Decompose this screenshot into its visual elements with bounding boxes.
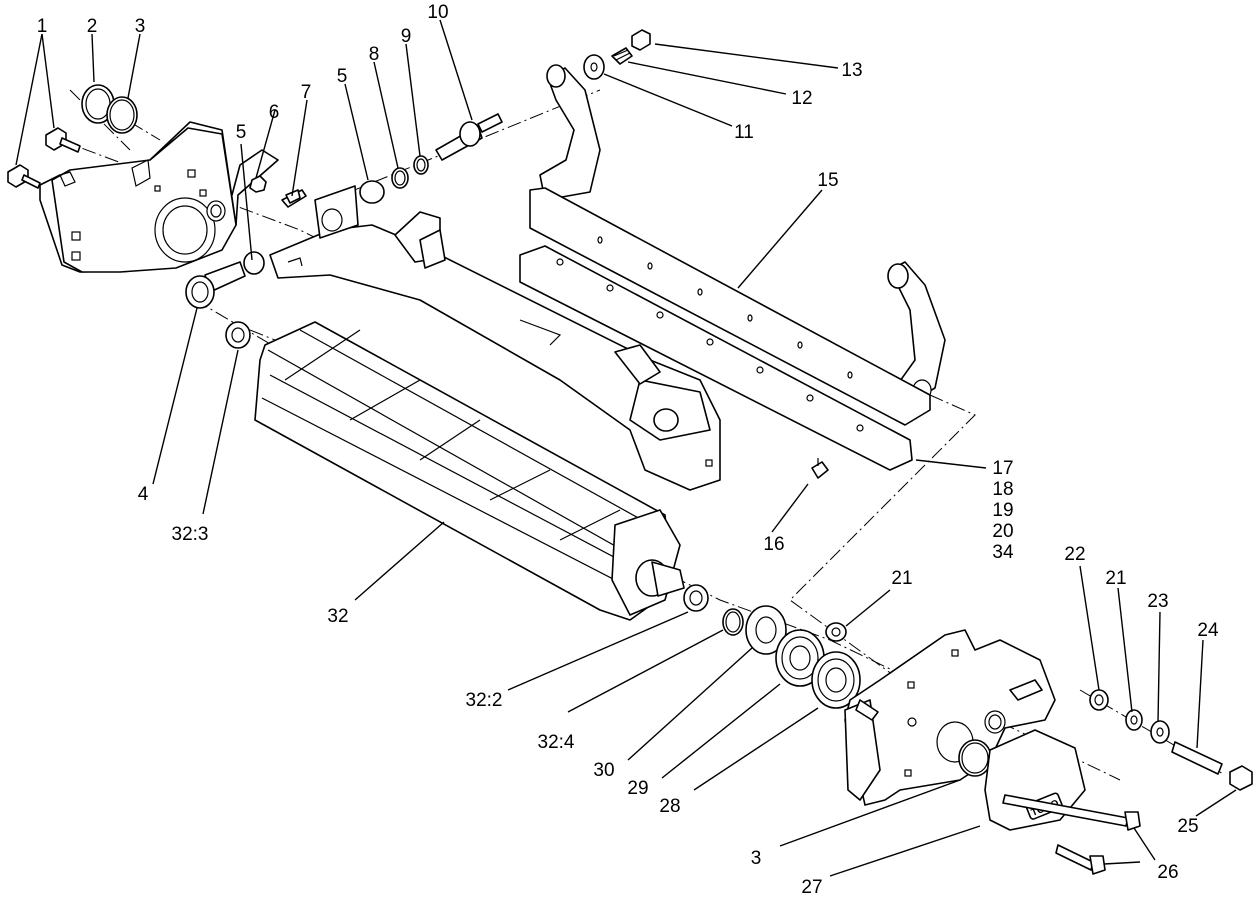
part-21-washer-a <box>825 622 847 642</box>
part-30-seal <box>745 605 787 655</box>
label-15: 15 <box>817 170 838 191</box>
part-13-nut <box>631 29 651 51</box>
label-19: 19 <box>992 500 1013 521</box>
label-10: 10 <box>427 2 448 23</box>
label-8: 8 <box>369 44 380 65</box>
label-4: 4 <box>138 484 149 505</box>
label-7: 7 <box>301 82 312 103</box>
part-5-bushing-upper <box>359 180 385 204</box>
label-9: 9 <box>401 26 412 47</box>
label-34: 34 <box>992 542 1014 563</box>
part-26-bolts <box>1002 794 1141 875</box>
label-32-4: 32:4 <box>538 732 575 753</box>
part-25-nut <box>1229 765 1253 791</box>
part-24-stud <box>1171 741 1223 775</box>
label-16: 16 <box>763 534 784 555</box>
label-24: 24 <box>1197 620 1219 641</box>
part-10-pivot-pin <box>435 113 503 161</box>
label-12: 12 <box>791 88 812 109</box>
label-2: 2 <box>87 16 98 37</box>
label-5-upper: 5 <box>337 66 348 87</box>
label-32-2: 32:2 <box>466 690 503 711</box>
label-11: 11 <box>734 122 754 143</box>
callout-labels: 1 2 3 10 9 8 5 7 6 5 13 12 11 15 17 18 1… <box>37 2 1219 898</box>
part-6-grease-fitting <box>249 175 267 193</box>
label-3-left: 3 <box>135 16 146 37</box>
part-28-bearing <box>811 651 861 709</box>
label-17: 17 <box>992 458 1013 479</box>
part-4-drive-gear-shaft <box>185 251 265 309</box>
part-23-washer <box>1150 720 1170 744</box>
part-12-spring <box>611 47 633 65</box>
part-1-bolts <box>7 127 81 189</box>
label-28: 28 <box>659 796 680 817</box>
label-30: 30 <box>593 760 614 781</box>
part-29-bearing <box>775 629 825 687</box>
label-3-right: 3 <box>751 848 762 869</box>
label-26: 26 <box>1157 862 1178 883</box>
left-side-plate <box>39 121 279 273</box>
part-11-washer <box>583 54 605 80</box>
part-9-retaining-ring <box>413 155 429 175</box>
label-21-center: 21 <box>891 568 912 589</box>
center-frame <box>269 185 721 491</box>
leader-lines <box>15 19 1237 877</box>
label-22: 22 <box>1064 544 1085 565</box>
label-20: 20 <box>992 521 1013 542</box>
part-8-washer <box>391 167 409 189</box>
label-6: 6 <box>269 102 280 123</box>
label-18: 18 <box>992 479 1013 500</box>
label-27: 27 <box>801 877 822 898</box>
label-5-left: 5 <box>236 122 247 143</box>
part-32-reel <box>225 321 709 621</box>
part-16-screw <box>811 458 829 479</box>
part-22-bushing <box>1089 689 1109 711</box>
part-21-washer-b <box>1125 709 1143 731</box>
label-13: 13 <box>841 60 862 81</box>
part-15-bedbar <box>519 187 931 471</box>
part-7-bracket <box>281 189 307 208</box>
right-side-plate <box>844 629 1056 806</box>
label-23: 23 <box>1147 591 1168 612</box>
label-29: 29 <box>627 778 648 799</box>
label-25: 25 <box>1177 816 1198 837</box>
label-21-right: 21 <box>1105 568 1126 589</box>
label-32: 32 <box>327 606 348 627</box>
label-32-3: 32:3 <box>172 524 209 545</box>
part-32-4-retaining-ring <box>722 608 744 636</box>
part-3-o-ring-left <box>106 96 138 134</box>
label-1: 1 <box>37 16 48 37</box>
